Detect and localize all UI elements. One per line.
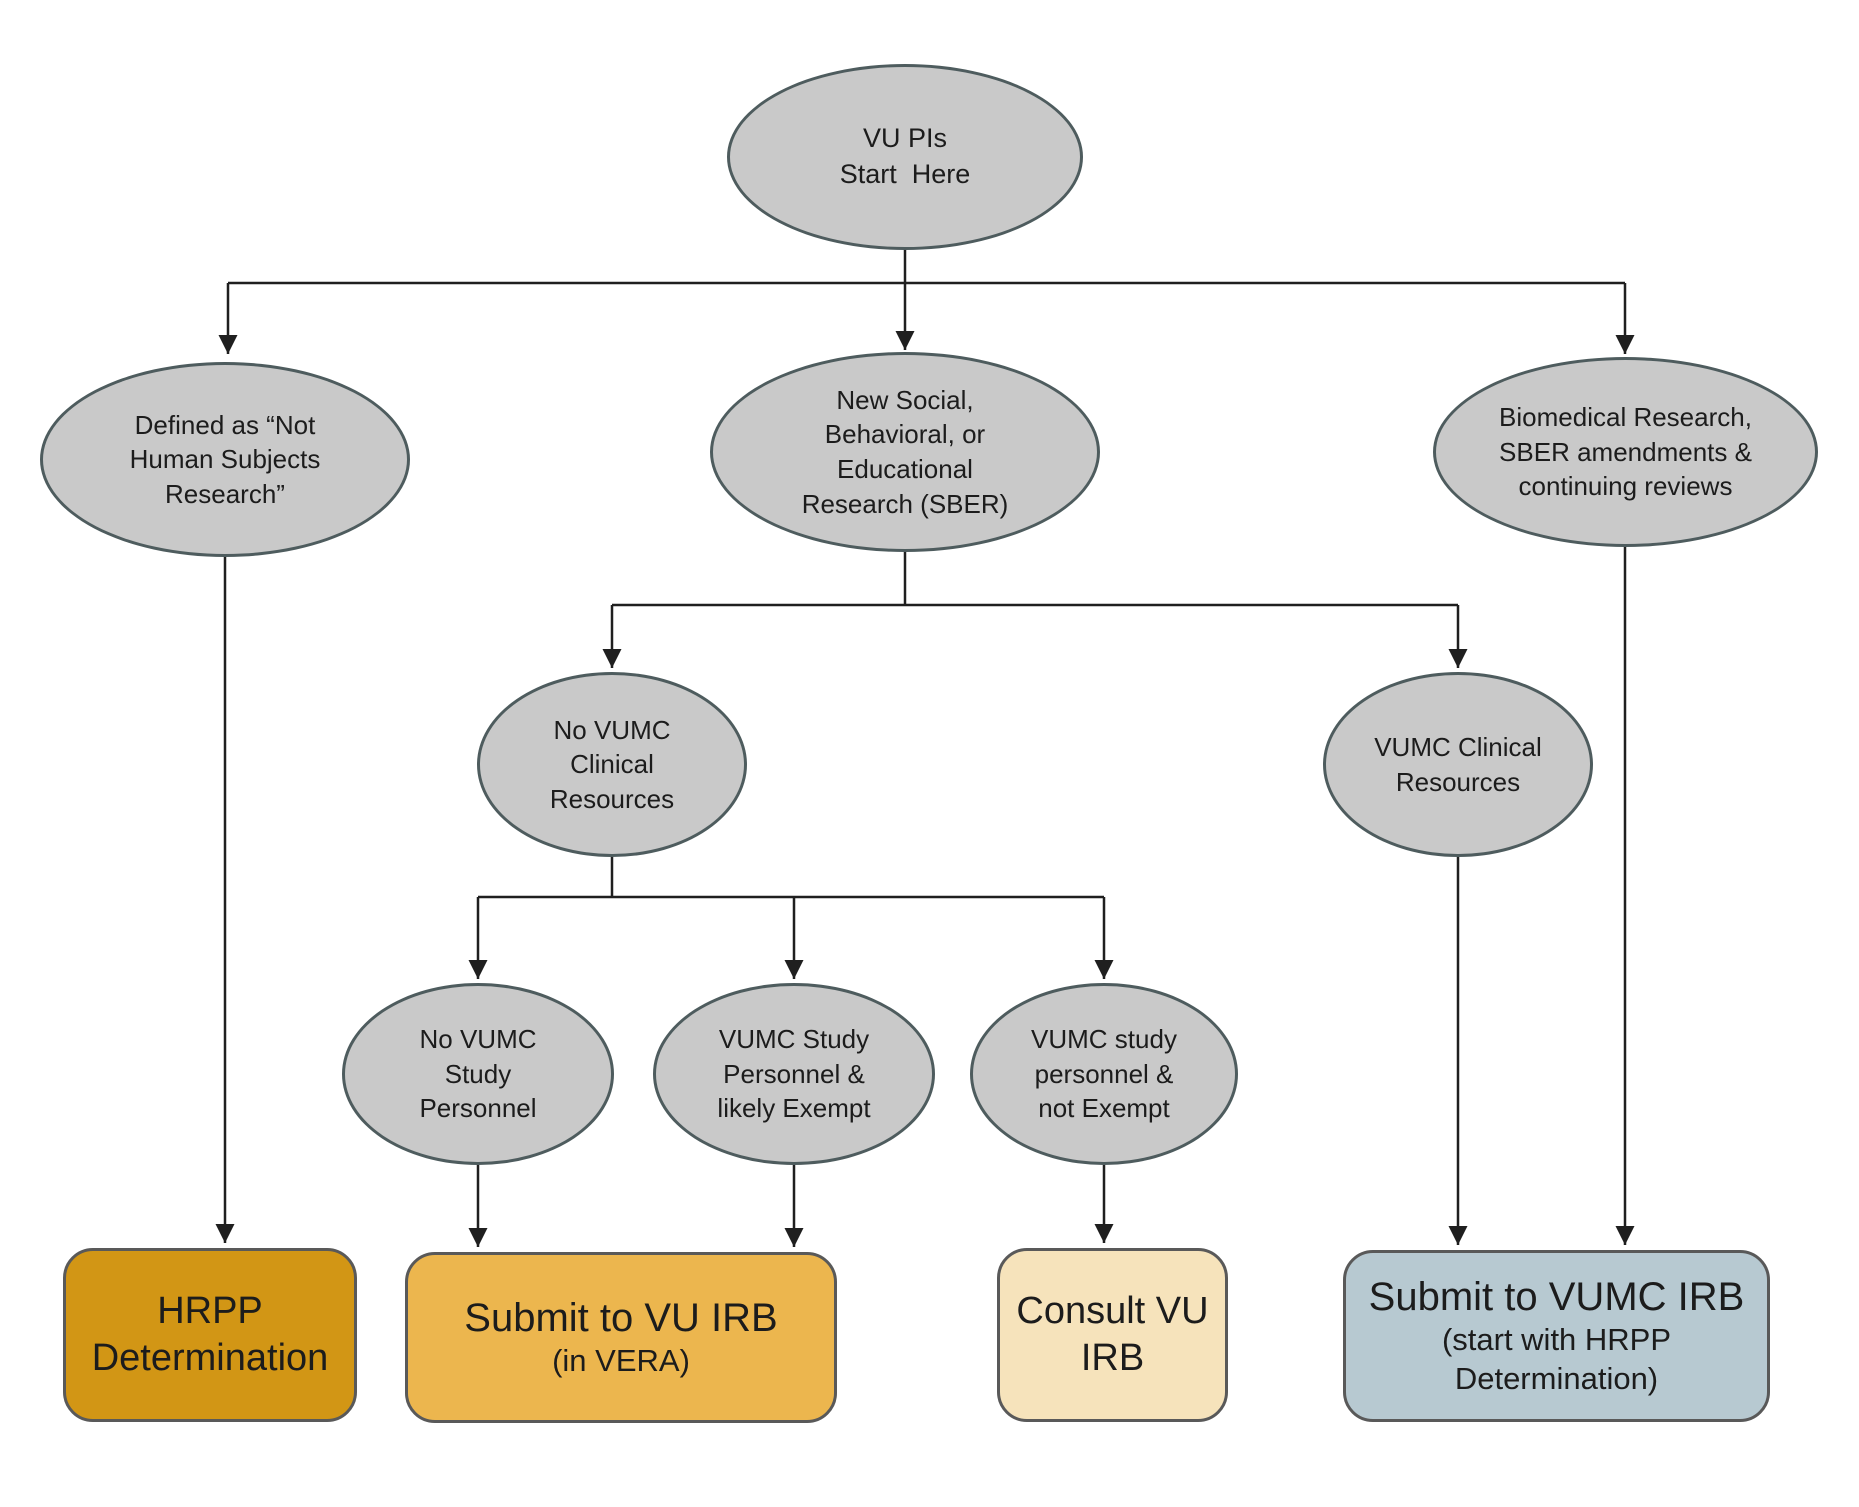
node-vumc-clinical-resources: VUMC Clinical Resources bbox=[1323, 672, 1593, 857]
node-vu-pis-start-here: VU PIs Start Here bbox=[727, 64, 1083, 250]
node-no-vumc-study-personnel: No VUMC Study Personnel bbox=[342, 983, 614, 1165]
outcome-vu-irb-label: Submit to VU IRB bbox=[464, 1296, 778, 1341]
node-not-human-subjects-research: Defined as “Not Human Subjects Research” bbox=[40, 362, 410, 557]
node-vu-pis-label: VU PIs Start Here bbox=[839, 123, 971, 189]
node-vumc-clinical-label: VUMC Clinical Resources bbox=[1374, 731, 1542, 797]
node-biomedical-research: Biomedical Research, SBER amendments & c… bbox=[1433, 357, 1818, 547]
outcome-consult-vu-irb: Consult VU IRB bbox=[997, 1248, 1228, 1422]
node-biomedical-label: Biomedical Research, SBER amendments & c… bbox=[1499, 402, 1752, 502]
node-vumc-study-exempt-label: VUMC Study Personnel & likely Exempt bbox=[717, 1024, 871, 1124]
node-no-vumc-study-label: No VUMC Study Personnel bbox=[419, 1024, 537, 1124]
outcome-vumc-irb-sublabel: (start with HRPP Determination) bbox=[1441, 1322, 1672, 1396]
node-sber-label: New Social, Behavioral, or Educational R… bbox=[801, 384, 1009, 519]
node-vumc-study-personnel-not-exempt: VUMC study personnel & not Exempt bbox=[970, 983, 1238, 1165]
outcome-submit-to-vumc-irb: Submit to VUMC IRB (start with HRPP Dete… bbox=[1343, 1250, 1770, 1422]
outcome-consult-label: Consult VU IRB bbox=[1016, 1289, 1209, 1380]
node-no-vumc-clinical-resources: No VUMC Clinical Resources bbox=[477, 672, 747, 857]
node-no-vumc-clinical-label: No VUMC Clinical Resources bbox=[549, 714, 675, 814]
outcome-hrpp-determination: HRPP Determination bbox=[63, 1248, 357, 1422]
outcome-submit-to-vu-irb: Submit to VU IRB (in VERA) bbox=[405, 1252, 837, 1423]
outcome-vumc-irb-label: Submit to VUMC IRB bbox=[1368, 1275, 1745, 1320]
node-not-hsr-label: Defined as “Not Human Subjects Research” bbox=[129, 409, 321, 509]
node-vumc-study-not-exempt-label: VUMC study personnel & not Exempt bbox=[1031, 1024, 1177, 1124]
outcome-hrpp-label: HRPP Determination bbox=[91, 1289, 329, 1380]
node-new-sber: New Social, Behavioral, or Educational R… bbox=[710, 352, 1100, 552]
node-vumc-study-personnel-likely-exempt: VUMC Study Personnel & likely Exempt bbox=[653, 983, 935, 1165]
outcome-vu-irb-sublabel: (in VERA) bbox=[552, 1343, 690, 1379]
